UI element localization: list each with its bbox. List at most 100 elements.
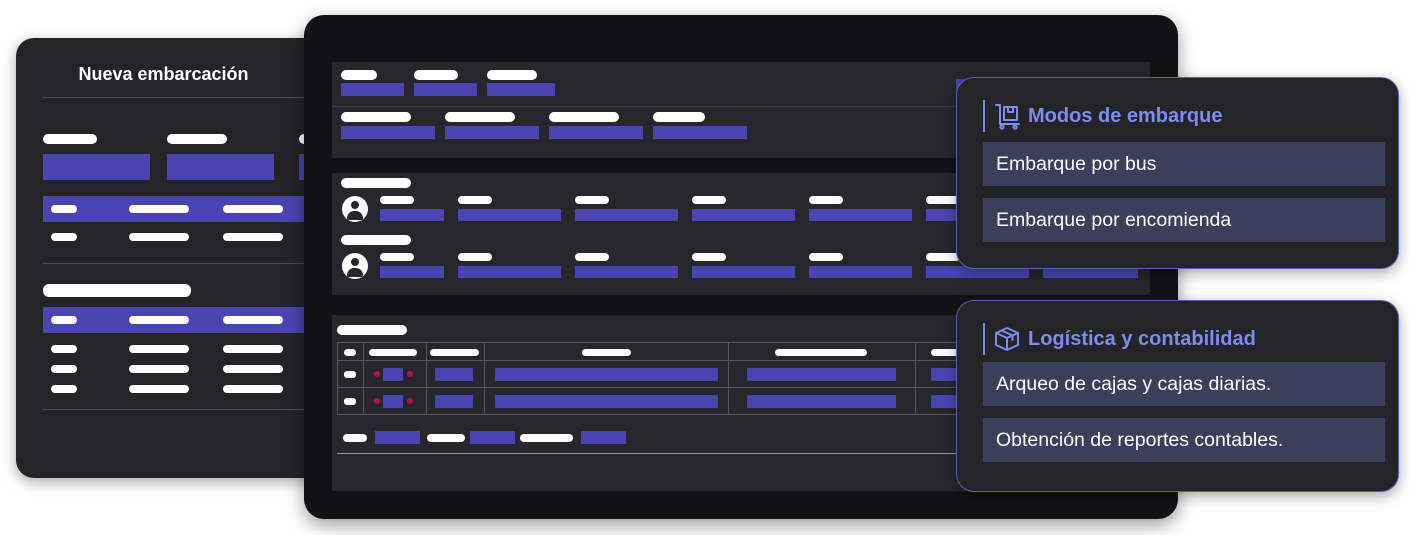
section-divider — [43, 409, 336, 410]
passenger-heading-placeholder — [341, 178, 411, 188]
footer-divider — [337, 453, 1037, 454]
input-field-placeholder[interactable] — [458, 209, 561, 221]
section-heading-placeholder — [43, 284, 191, 297]
input-field-placeholder[interactable] — [341, 83, 404, 96]
package-icon — [995, 327, 1019, 351]
cell-value-placeholder — [435, 368, 473, 381]
cell-value-placeholder — [747, 368, 896, 381]
table-header-row — [43, 307, 336, 333]
logistica-contabilidad-card: Logística y contabilidad Arqueo de cajas… — [956, 300, 1399, 492]
accent-line — [983, 323, 985, 355]
header-cell-placeholder — [430, 349, 479, 356]
input-field-placeholder[interactable] — [341, 126, 435, 139]
header-cell-placeholder — [129, 205, 189, 213]
input-field-placeholder[interactable] — [692, 209, 795, 221]
option-embarque-encomienda[interactable]: Embarque por encomienda — [983, 198, 1385, 242]
cell-placeholder — [129, 365, 189, 373]
input-field-placeholder[interactable] — [575, 266, 678, 278]
input-field-placeholder[interactable] — [692, 266, 795, 278]
field-label-placeholder — [458, 253, 492, 261]
user-avatar-icon — [342, 196, 368, 222]
field-label-placeholder — [487, 70, 537, 80]
table-header-row — [43, 196, 336, 222]
field-label-placeholder — [809, 253, 843, 261]
cell-placeholder — [223, 233, 283, 241]
field-label-placeholder — [926, 253, 960, 261]
input-field-placeholder[interactable] — [414, 83, 477, 96]
table-row[interactable] — [337, 387, 1037, 415]
field-label-placeholder — [341, 70, 377, 80]
cell-placeholder — [51, 233, 77, 241]
cell-placeholder — [51, 345, 77, 353]
input-field-placeholder[interactable] — [43, 154, 150, 180]
field-label-placeholder — [692, 196, 726, 204]
input-field-placeholder[interactable] — [380, 209, 444, 221]
cell-value-placeholder — [383, 368, 403, 381]
back-card-nueva-embarcacion: Nueva embarcación — [16, 38, 336, 478]
input-field-placeholder[interactable] — [575, 209, 678, 221]
field-label-placeholder — [458, 196, 492, 204]
footer-value-placeholder — [470, 431, 515, 444]
status-dot — [407, 398, 413, 404]
footer-label-placeholder — [520, 434, 573, 442]
option-arqueo-cajas[interactable]: Arqueo de cajas y cajas diarias. — [983, 362, 1385, 406]
footer-value-placeholder — [375, 431, 420, 444]
header-cell-placeholder — [369, 349, 417, 356]
field-label-placeholder — [653, 112, 705, 122]
input-field-placeholder[interactable] — [458, 266, 561, 278]
cell-placeholder — [129, 345, 189, 353]
accent-line — [983, 100, 985, 132]
option-embarque-bus[interactable]: Embarque por bus — [983, 142, 1385, 186]
row-check-placeholder[interactable] — [344, 398, 356, 405]
input-field-placeholder[interactable] — [167, 154, 274, 180]
title-divider — [43, 97, 336, 98]
input-field-placeholder[interactable] — [653, 126, 747, 139]
cell-value-placeholder — [495, 395, 718, 408]
table-header-row — [337, 342, 1037, 361]
field-label-placeholder — [692, 253, 726, 261]
input-field-placeholder[interactable] — [809, 266, 912, 278]
input-field-placeholder[interactable] — [380, 266, 444, 278]
footer-label-placeholder — [427, 434, 465, 442]
header-cell-placeholder — [223, 205, 283, 213]
header-cell-placeholder — [223, 316, 283, 324]
cart-box-icon — [995, 104, 1020, 130]
input-field-placeholder[interactable] — [445, 126, 539, 139]
footer-label-placeholder — [343, 434, 367, 442]
field-label-placeholder — [809, 196, 843, 204]
field-label-placeholder — [341, 112, 411, 122]
option-reportes-contables[interactable]: Obtención de reportes contables. — [983, 418, 1385, 462]
header-cell-placeholder — [129, 316, 189, 324]
back-card-title: Nueva embarcación — [78, 64, 249, 84]
field-label-placeholder — [575, 253, 609, 261]
cell-placeholder — [223, 345, 283, 353]
card-title: Logística y contabilidad — [1028, 328, 1256, 350]
header-cell-placeholder — [775, 349, 867, 356]
status-dot — [374, 398, 380, 404]
header-cell-placeholder — [51, 316, 77, 324]
cell-placeholder — [51, 365, 77, 373]
panel-divider — [332, 106, 1150, 107]
table-heading-placeholder — [337, 325, 407, 335]
status-dot — [407, 371, 413, 377]
cell-placeholder — [223, 365, 283, 373]
input-field-placeholder[interactable] — [487, 83, 555, 96]
field-label-placeholder — [380, 196, 414, 204]
cell-value-placeholder — [747, 395, 896, 408]
user-avatar-icon — [342, 253, 368, 279]
field-label-placeholder — [167, 134, 227, 144]
table-row[interactable] — [337, 360, 1037, 388]
footer-value-placeholder — [581, 431, 626, 444]
input-field-placeholder[interactable] — [926, 266, 1029, 278]
field-label-placeholder — [926, 196, 960, 204]
input-field-placeholder[interactable] — [809, 209, 912, 221]
field-label-placeholder — [549, 112, 619, 122]
cell-placeholder — [129, 385, 189, 393]
passenger-heading-placeholder — [341, 235, 411, 245]
input-field-placeholder[interactable] — [1043, 266, 1138, 278]
row-check-placeholder[interactable] — [344, 371, 356, 378]
field-label-placeholder — [575, 196, 609, 204]
header-cell-placeholder — [51, 205, 77, 213]
cell-value-placeholder — [435, 395, 473, 408]
input-field-placeholder[interactable] — [549, 126, 643, 139]
